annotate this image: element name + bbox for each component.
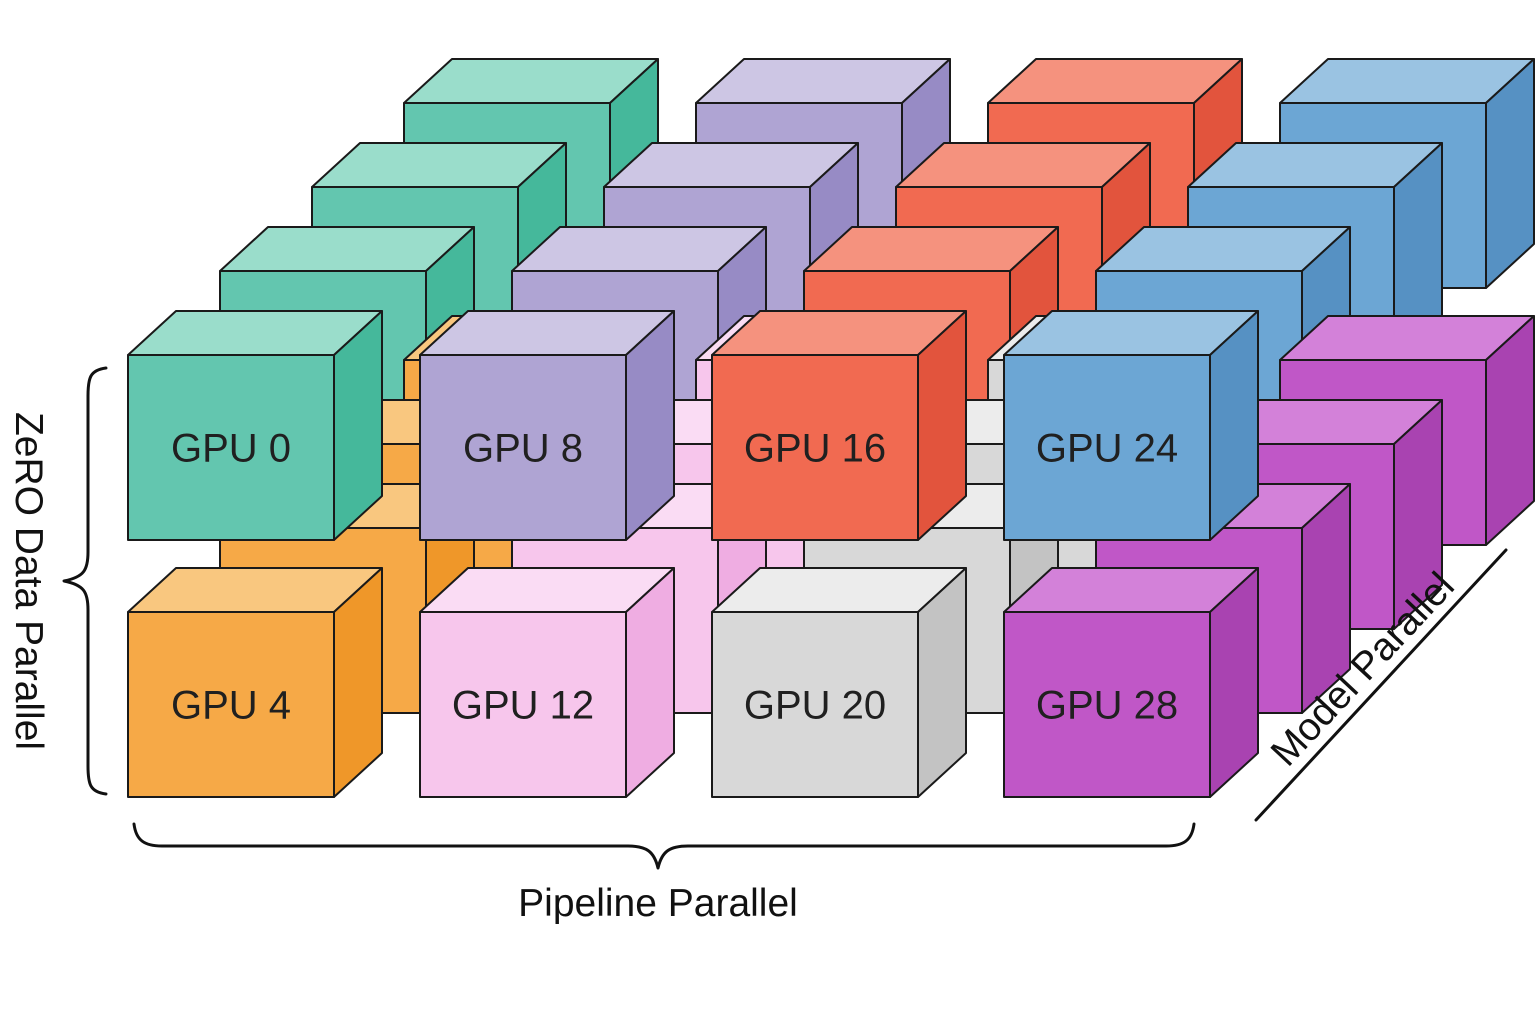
cube-gpu-28-depth-0: GPU 28 xyxy=(1003,567,1259,798)
gpu-label: GPU 20 xyxy=(744,684,886,728)
cube-gpu-20-depth-0: GPU 20 xyxy=(711,567,967,798)
cube-front-face xyxy=(1003,611,1211,798)
cube-front-face xyxy=(127,354,335,541)
cube-gpu-4-depth-0: GPU 4 xyxy=(127,567,383,798)
zero-data-parallel-brace xyxy=(62,366,108,796)
gpu-label: GPU 16 xyxy=(744,427,886,471)
pipeline-parallel-label: Pipeline Parallel xyxy=(518,882,798,925)
cube-gpu-16-depth-0: GPU 16 xyxy=(711,310,967,541)
cube-front-face xyxy=(127,611,335,798)
cubes-layer: GPU 0 GPU 8 GPU 16 GPU 24 GPU 4 GPU 12 GPU 20 G… xyxy=(127,58,1535,798)
cube-gpu-8-depth-0: GPU 8 xyxy=(419,310,675,541)
cube-gpu-12-depth-0: GPU 12 xyxy=(419,567,675,798)
gpu-label: GPU 4 xyxy=(171,684,291,728)
gpu-label: GPU 28 xyxy=(1036,684,1178,728)
zero-data-parallel-label: ZeRO Data Parallel xyxy=(7,412,50,750)
cube-gpu-24-depth-0: GPU 24 xyxy=(1003,310,1259,541)
cube-front-face xyxy=(711,354,919,541)
gpu-label: GPU 0 xyxy=(171,427,291,471)
gpu-label: GPU 24 xyxy=(1036,427,1178,471)
cube-front-face xyxy=(419,611,627,798)
model-parallel-line xyxy=(1254,548,1508,822)
pipeline-parallel-brace xyxy=(132,822,1196,870)
cube-gpu-0-depth-0: GPU 0 xyxy=(127,310,383,541)
cube-front-face xyxy=(1003,354,1211,541)
gpu-label: GPU 8 xyxy=(463,427,583,471)
cube-front-face xyxy=(419,354,627,541)
gpu-label: GPU 12 xyxy=(452,684,594,728)
cube-front-face xyxy=(711,611,919,798)
